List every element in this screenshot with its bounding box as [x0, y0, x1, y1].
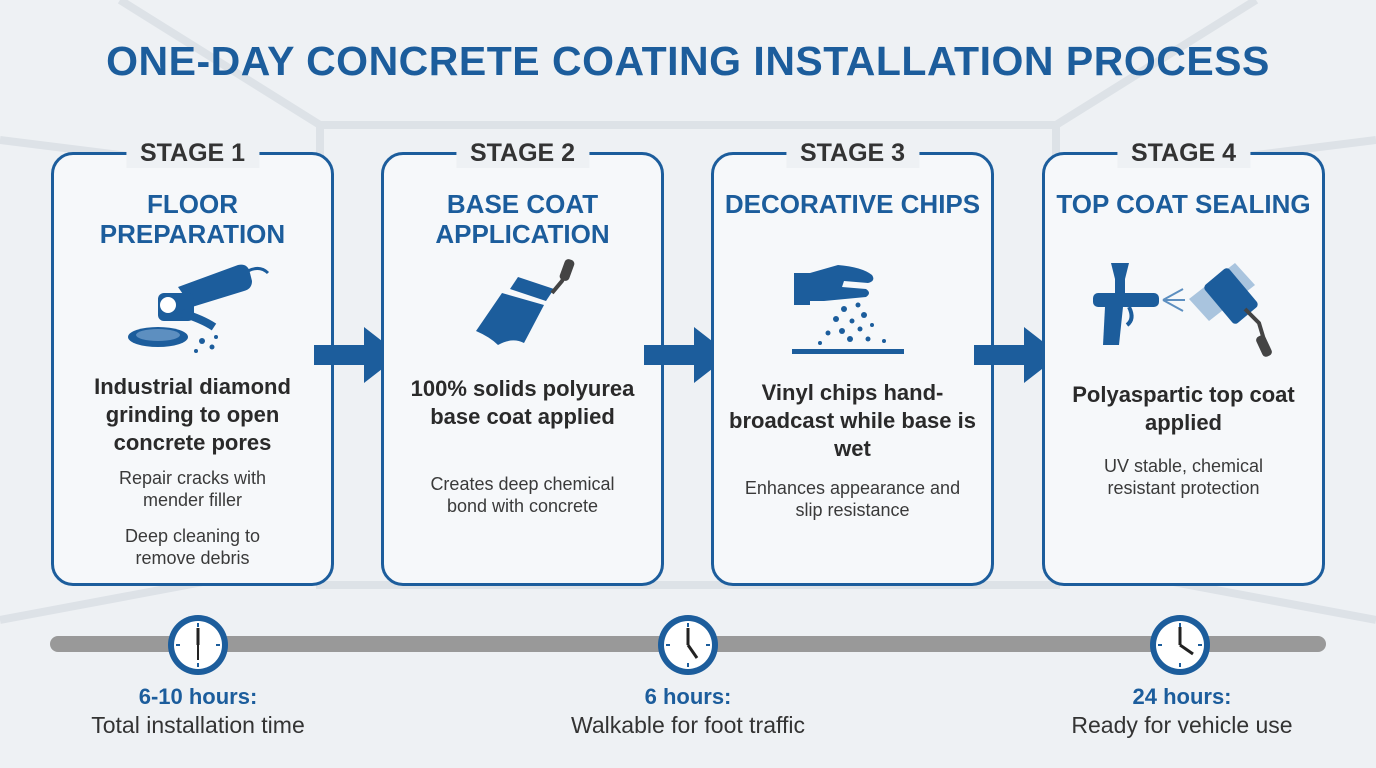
- stage-description: Vinyl chips hand-broadcast while base is…: [729, 380, 976, 461]
- stage-title: DECORATIVE CHIPS: [724, 189, 981, 219]
- milestone-1: 6-10 hours: Total installation time: [28, 684, 368, 740]
- milestone-2: 6 hours: Walkable for foot traffic: [518, 684, 858, 740]
- stage-card-1: STAGE 1 FLOOR PREPARATION Industrial dia…: [51, 138, 334, 586]
- milestone-description: Walkable for foot traffic: [571, 712, 805, 738]
- page-title: ONE-DAY CONCRETE COATING INSTALLATION PR…: [106, 38, 1270, 84]
- milestone-description: Total installation time: [91, 712, 305, 738]
- arrow-right-icon: [314, 327, 400, 383]
- milestone-time: 6-10 hours:: [138, 684, 258, 709]
- stage-card-2: STAGE 2 BASE COAT APPLICATION 100% solid…: [381, 138, 664, 586]
- stage-card-3: STAGE 3 DECORATIVE CHIPS Vinyl chips han…: [711, 138, 994, 586]
- stage-title: TOP COAT SEALING: [1056, 189, 1311, 219]
- angle-grinder-icon: [128, 264, 270, 353]
- stage-detail: Creates deep chemical bond with concrete: [430, 474, 615, 516]
- stage-detail: Enhances appearance and slip resistance: [744, 478, 961, 520]
- spray-gun-roller-icon: [1093, 263, 1272, 357]
- milestone-3: 24 hours: Ready for vehicle use: [1012, 684, 1352, 740]
- stage-detail: Repair cracks with mender filler: [118, 468, 267, 510]
- hand-broadcast-icon: [792, 265, 904, 354]
- clock-icon: [658, 615, 718, 675]
- stage-tag: STAGE 4: [1116, 138, 1251, 168]
- stage-description: Industrial diamond grinding to open conc…: [94, 374, 291, 455]
- stage-tag: STAGE 3: [785, 138, 920, 168]
- stage-description: Polyaspartic top coat applied: [1072, 382, 1295, 435]
- clock-icon: [1150, 615, 1210, 675]
- stage-tag: STAGE 1: [125, 138, 260, 168]
- arrow-right-icon: [644, 327, 730, 383]
- paint-roller-icon: [476, 259, 575, 345]
- stage-title: FLOOR PREPARATION: [99, 189, 286, 249]
- clock-icon: [168, 615, 228, 675]
- stage-detail: UV stable, chemical resistant protection: [1103, 456, 1264, 498]
- stage-description: 100% solids polyurea base coat applied: [410, 376, 635, 429]
- milestone-description: Ready for vehicle use: [1071, 712, 1293, 738]
- stage-title: BASE COAT APPLICATION: [435, 189, 610, 249]
- stage-tag: STAGE 2: [455, 138, 590, 168]
- stage-detail: Deep cleaning to remove debris: [124, 526, 261, 568]
- stage-card-4: STAGE 4 TOP COAT SEALING Polyaspartic to…: [1042, 138, 1325, 586]
- milestone-time: 24 hours:: [1132, 684, 1232, 709]
- milestone-time: 6 hours:: [644, 684, 732, 709]
- arrow-right-icon: [974, 327, 1060, 383]
